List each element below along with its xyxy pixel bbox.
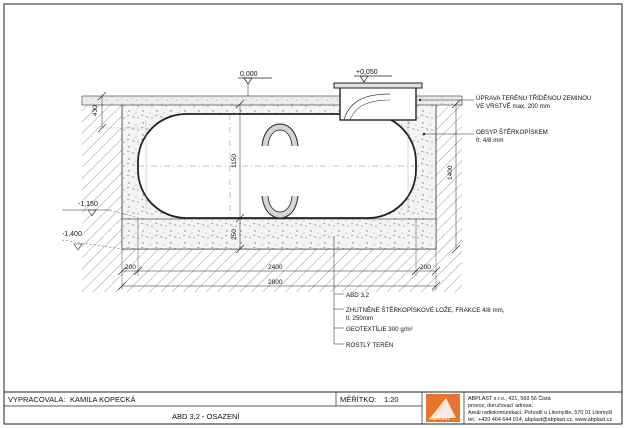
- dim-height-total: [451, 99, 461, 254]
- annotation-leaders: [418, 98, 474, 136]
- topsoil-layer: [81, 95, 463, 106]
- dim-bed-label: 250: [231, 229, 238, 240]
- legend-item-3: GEOTEXTÍLIE 300 g/m²: [346, 326, 413, 333]
- level-pit-bottom-label: -1,400: [62, 231, 82, 238]
- logo-wordmark: ABPLAST: [429, 416, 451, 421]
- level-ground-label: 0,000: [240, 71, 258, 78]
- drawing-title: ABD 3,2 - OSAZENÍ: [172, 412, 240, 421]
- top-baffle: [261, 123, 299, 147]
- level-marker-ground: [238, 77, 272, 96]
- inspection-shaft: [333, 82, 423, 121]
- level-marker-shaft: [354, 75, 392, 83]
- dim-tank-width-label: 2400: [268, 264, 283, 271]
- company-name: ABPLAST s.r.o., 421, 569 56 Čistá: [468, 395, 551, 402]
- scale-value: 1:20: [384, 395, 399, 404]
- legend-item-1: ABD 3,2: [346, 292, 370, 299]
- compacted-bed: [121, 218, 437, 250]
- dim-height-total-label: 1400: [447, 165, 454, 180]
- company-line4: tel.: +420 464 644 014, abplast@abplast.…: [468, 417, 612, 423]
- level-marker-pit-bottom: [61, 239, 123, 251]
- annotation-surface-line1: ÚPRAVA TERÉNU TŘÍDĚNOU ZEMINOU: [476, 94, 591, 102]
- native-ground-hatch: [82, 96, 462, 292]
- level-shaft-label: +0,050: [356, 69, 378, 76]
- dim-bed: [235, 218, 245, 254]
- dim-row-pit: [117, 281, 441, 291]
- legend-item-4: ROSTLÝ TERÉN: [346, 342, 393, 349]
- legend-item-2-line2: tl. 250mm: [346, 315, 373, 322]
- title-block: [3, 391, 623, 425]
- annotation-backfill-line1: OBSYP ŠTĚRKOPÍSKEM: [476, 128, 548, 136]
- level-tank-bottom-label: -1,150: [78, 201, 98, 208]
- dim-row-widths: [117, 218, 441, 290]
- legend-leaders: [333, 236, 344, 345]
- abplast-logo: [426, 394, 460, 422]
- level-marker-tank-bottom: [62, 209, 139, 219]
- company-line2: provoz, doručovací adresa:: [468, 403, 533, 409]
- annotation-backfill-line2: fr. 4/8 mm: [476, 137, 504, 144]
- dim-side-right-label: 200: [420, 264, 431, 271]
- dim-side-left-label: 200: [125, 264, 136, 271]
- dim-cover: [94, 91, 138, 133]
- author-label: VYPRACOVALA:: [8, 395, 65, 404]
- annotation-surface-line2: VE VRSTVĚ max. 200 mm: [476, 102, 550, 110]
- dim-height-inner-label: 1150: [231, 154, 238, 168]
- legend-item-2-line1: ZHUTNĚNÉ ŠTĚRKOPÍSKOVÉ LOŽE, FRAKCE 4/8 …: [346, 306, 505, 314]
- scale-label: MĚŘÍTKO:: [340, 395, 376, 404]
- company-line3: Areál radiokomunikací, Pohodlí u Litomyš…: [468, 410, 612, 416]
- author-name: KAMILA KOPECKÁ: [70, 395, 135, 404]
- bottom-baffle: [261, 195, 299, 219]
- dim-cover-label: 430: [92, 105, 99, 116]
- dim-pit-width-label: 2800: [268, 279, 283, 286]
